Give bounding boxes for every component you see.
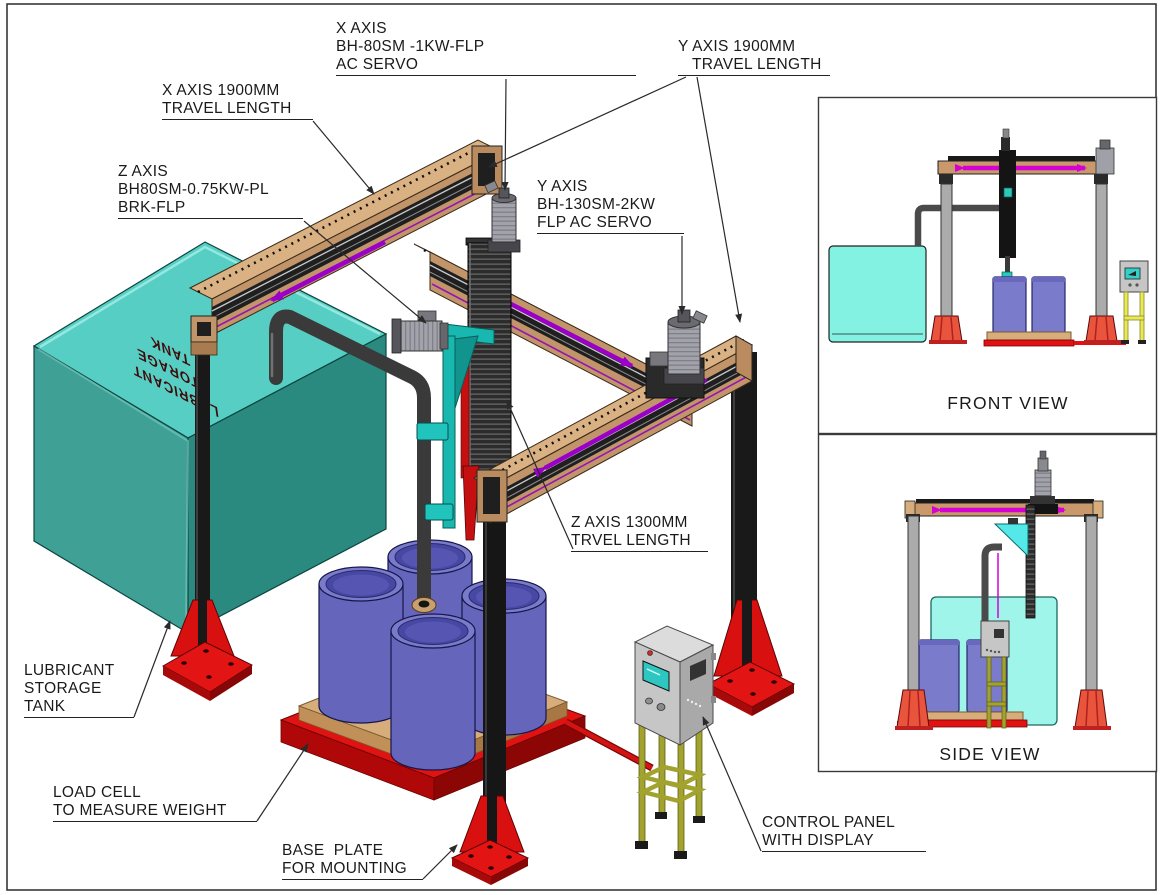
base-foot-front — [450, 794, 530, 885]
fv-load-cell — [983, 339, 1075, 347]
x-axis-servo-motor — [484, 180, 521, 253]
sv-column-right — [1085, 515, 1098, 691]
z-axis-servo-motor — [391, 310, 449, 354]
panel-stand — [635, 704, 707, 859]
label-base-plate: BASE PLATE FOR MOUNTING — [282, 842, 423, 880]
panel-enclosure — [633, 625, 716, 746]
label-x-axis-servo: X AXIS BH-80SM -1KW-FLP AC SERVO — [336, 20, 636, 76]
sv-foot-left — [895, 689, 933, 730]
label-z-axis-travel: Z AXIS 1300MM TRVEL LENGTH — [571, 514, 708, 552]
panel-button — [645, 697, 653, 705]
label-y-axis-servo: Y AXIS BH-130SM-2KW FLP AC SERVO — [537, 178, 684, 234]
leader-lines — [133, 76, 762, 880]
label-z-axis-servo: Z AXIS BH80SM-0.75KW-PL BRK-FLP — [118, 163, 303, 219]
sv-pipe — [981, 543, 1002, 622]
fv-z-mast — [999, 128, 1016, 290]
label-x-axis-travel: X AXIS 1900MM TRAVEL LENGTH — [162, 82, 313, 120]
front-view-panel — [817, 96, 1158, 435]
fv-drum-left — [992, 276, 1027, 334]
sv-stand — [986, 656, 1007, 729]
fv-servo-right — [1095, 139, 1115, 175]
red-link-rod — [564, 720, 654, 770]
fv-foot-left — [929, 315, 967, 344]
drum-left — [318, 566, 404, 724]
sv-fill-head-box — [980, 620, 1010, 658]
label-load-cell: LOAD CELL TO MEASURE WEIGHT — [53, 784, 257, 822]
x-arrow — [505, 299, 634, 369]
label-control-panel: CONTROL PANEL WITH DISPLAY — [762, 814, 926, 852]
sv-column-left — [907, 515, 920, 691]
label-y-axis-travel: Y AXIS 1900MM TRAVEL LENGTH — [678, 38, 830, 76]
gantry-column-left — [195, 340, 210, 642]
sv-servo-stack — [1028, 450, 1058, 514]
pipe-clamp-upper — [416, 422, 449, 441]
side-view-panel — [817, 433, 1158, 773]
base-foot-right — [706, 598, 796, 716]
fv-control-panel — [1119, 260, 1149, 344]
control-panel — [633, 625, 716, 859]
sv-foot-right — [1073, 689, 1111, 730]
fv-tank — [828, 245, 927, 343]
pilot-lamp — [647, 650, 653, 656]
side-view-caption: SIDE VIEW — [939, 744, 1041, 764]
pipe-clamp-lower — [424, 503, 454, 521]
drum-front — [390, 613, 476, 771]
fv-drum-right — [1031, 276, 1066, 334]
fv-column-right — [1095, 183, 1108, 317]
y-arrow-rear — [270, 239, 387, 303]
sv-pallet — [923, 711, 1024, 721]
y-rail-rear-beam — [188, 139, 503, 356]
front-view-caption: FRONT VIEW — [947, 393, 1069, 413]
base-foot-left — [161, 598, 254, 701]
fv-pallet — [986, 331, 1072, 341]
fv-foot-right — [1084, 315, 1122, 344]
label-lubricant-tank: LUBRICANT STORAGE TANK — [24, 662, 134, 718]
z-carriage — [427, 321, 495, 529]
panel-display — [642, 660, 670, 692]
y-axis-servo-motor — [663, 309, 708, 385]
gantry-column-front — [483, 500, 506, 842]
sv-z-rack — [1025, 504, 1036, 619]
supply-pipe — [269, 309, 454, 613]
fv-column-left — [940, 183, 953, 317]
panel-knob — [656, 703, 666, 711]
sv-load-cell — [926, 719, 1028, 728]
